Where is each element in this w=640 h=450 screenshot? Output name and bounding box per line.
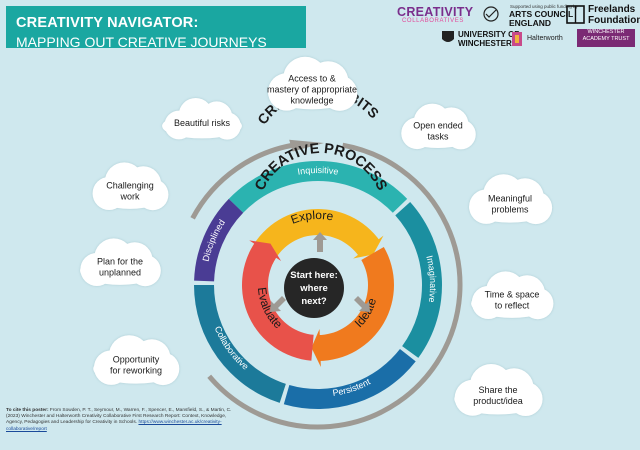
cloud-shape (80, 238, 161, 287)
freelands-line1: Freelands (588, 4, 636, 15)
title-banner: CREATIVITY NAVIGATOR: MAPPING OUT CREATI… (6, 6, 306, 50)
halterworth-logo: Halterworth (527, 35, 563, 42)
cloud-text-line: Open ended (413, 121, 463, 131)
arts-council-logo: ARTS COUNCIL ENGLAND (509, 10, 573, 28)
cloud-text-line: Opportunity (113, 355, 160, 365)
center-line3: next? (301, 296, 327, 307)
process-arrowhead-ideate-icon (311, 328, 321, 367)
halterworth-line1: Halterworth (527, 35, 563, 42)
cloud-shape (267, 56, 358, 111)
cloud-shape (162, 98, 242, 140)
poster-subtitle: MAPPING OUT CREATIVE JOURNEYS (16, 34, 267, 50)
center-line1: Start here: (290, 270, 338, 281)
university-crest-icon (442, 31, 454, 42)
cloud-text-line: knowledge (290, 95, 333, 105)
citation-text: From Sowden, P. T., Seymour, M., Warren,… (6, 408, 232, 426)
freelands-line2: Foundation (588, 15, 640, 26)
cloud-text-line: to reflect (495, 301, 530, 311)
cloud-text-line: Time & space (485, 290, 540, 300)
logo-marks (442, 5, 585, 46)
center-arrows (270, 232, 370, 312)
creative-process-ring: ExploreIdeateEvaluate (242, 208, 394, 367)
cloud-text-line: product/idea (473, 396, 523, 406)
creativity-collaboratives-logo: CREATIVITY (397, 5, 474, 19)
university-winchester-logo: UNIVERSITY OF WINCHESTER (458, 30, 520, 48)
cloud-text-line: Meaningful (488, 194, 532, 204)
citation-label: To cite this poster: (6, 408, 49, 413)
habit-label-inquisitive: Inquisitive (297, 165, 340, 177)
arts-council-line2: ENGLAND (509, 18, 552, 28)
citation-block: To cite this poster: From Sowden, P. T.,… (6, 408, 238, 433)
process-segment-evaluate (242, 241, 314, 361)
outer-arrow-right-segment (207, 142, 463, 430)
outer-arrow-left-segment (190, 141, 299, 220)
cloud-text-line: problems (491, 205, 529, 215)
cloud-text-line: Share the (478, 385, 517, 395)
cloud-shape (454, 364, 543, 416)
process-segment-ideate (318, 247, 394, 361)
citation-link[interactable]: https://www.winchester.ac.uk/creativity-… (6, 420, 222, 432)
habit-segment-collaborative (194, 285, 286, 403)
arts-council-support-text: Supported using public funding by (510, 4, 578, 9)
cloud-text-line: work (119, 192, 140, 202)
cloud-shape (469, 174, 553, 225)
habit-segment-imaginative (395, 202, 442, 358)
cloud-text-line: mastery of appropriate (267, 84, 357, 94)
cloud-text-line: Access to & (288, 73, 336, 83)
creativity-collaboratives-logo-sub: COLLABORATIVES (402, 18, 464, 24)
arts-council-line1: ARTS COUNCIL (509, 9, 574, 19)
arrow-up-to-explore-icon (313, 232, 327, 252)
halterworth-icon (512, 32, 522, 46)
freelands-icon (566, 5, 585, 24)
freelands-foundation-logo: Freelands Foundation (588, 4, 640, 26)
cloud-shape (401, 103, 476, 150)
process-arrowhead-evaluate-icon (249, 240, 282, 262)
process-label-explore: Explore (289, 208, 335, 227)
winchester-academy-line1: WINCHESTER (587, 29, 625, 35)
cloud-shape (93, 335, 180, 386)
cloud-shape (471, 271, 554, 320)
cloud-knowledge: Access to &mastery of appropriateknowled… (267, 56, 358, 111)
cloud-text-line: Plan for the (97, 257, 143, 267)
center-line2: where (299, 283, 327, 294)
cloud-shape (92, 162, 169, 211)
habit-segment-inquisitive (228, 161, 408, 213)
cloud-text-line: Beautiful risks (174, 118, 231, 128)
outer-arrow-head-icon (289, 139, 324, 152)
creative-conditions-clouds: Access to &mastery of appropriateknowled… (80, 56, 554, 416)
poster-title: CREATIVITY NAVIGATOR: (16, 15, 199, 31)
arrow-to-ideate-icon (354, 296, 370, 312)
university-line1: UNIVERSITY OF (458, 30, 520, 39)
university-line2: WINCHESTER (458, 38, 512, 48)
process-segment-explore (249, 209, 381, 264)
outer-cycle-arrow (190, 139, 463, 430)
center-circle (284, 258, 344, 318)
process-arrowhead-explore-icon (353, 235, 384, 259)
start-here-center[interactable]: Start here: where next? (284, 258, 344, 318)
habit-segment-persistent (283, 349, 416, 409)
winchester-academy-trust-logo: WINCHESTER ACADEMY TRUST (577, 29, 635, 47)
lottery-icon (483, 6, 499, 22)
cloud-text-line: for reworking (110, 366, 162, 376)
cloud-text-line: unplanned (99, 268, 141, 278)
arrow-to-evaluate-icon (270, 296, 286, 312)
cloud-beautiful-risks: Beautiful risks (162, 98, 242, 140)
cloud-text-line: tasks (427, 132, 449, 142)
winchester-academy-line2: ACADEMY TRUST (582, 36, 630, 42)
cloud-text-line: Challenging (106, 181, 154, 191)
habit-segment-disciplined (194, 198, 244, 282)
